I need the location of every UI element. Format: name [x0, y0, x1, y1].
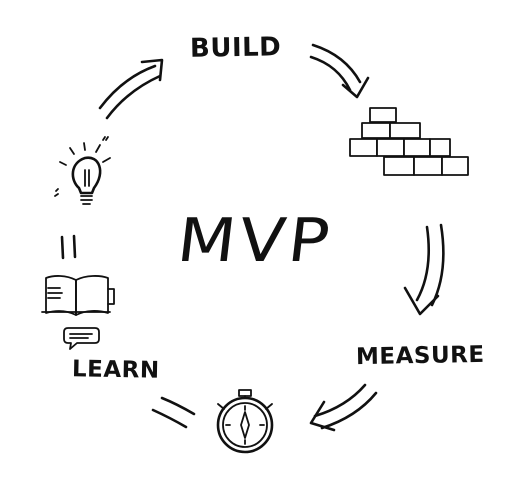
bricks-icon	[349, 107, 469, 176]
stage-label-measure: MEASURE	[355, 341, 485, 371]
arrow-bricks-to-measure	[403, 223, 445, 316]
book-icon	[41, 275, 115, 316]
stage-label-build: BUILD	[189, 32, 282, 64]
stage-label-learn: LEARN	[71, 356, 160, 384]
stopwatch-icon	[216, 389, 274, 454]
arrow-build-to-bricks	[309, 43, 370, 99]
lightbulb-icon	[54, 136, 111, 205]
arrow-learn-to-lightbulb	[60, 234, 77, 260]
arrow-measure-to-stopwatch	[309, 383, 378, 432]
center-title-mvp: MVP	[173, 206, 337, 276]
arrow-stopwatch-to-learn	[151, 396, 196, 429]
arrow-learn-to-build	[98, 58, 164, 120]
speech-bubble-icon	[63, 327, 100, 350]
